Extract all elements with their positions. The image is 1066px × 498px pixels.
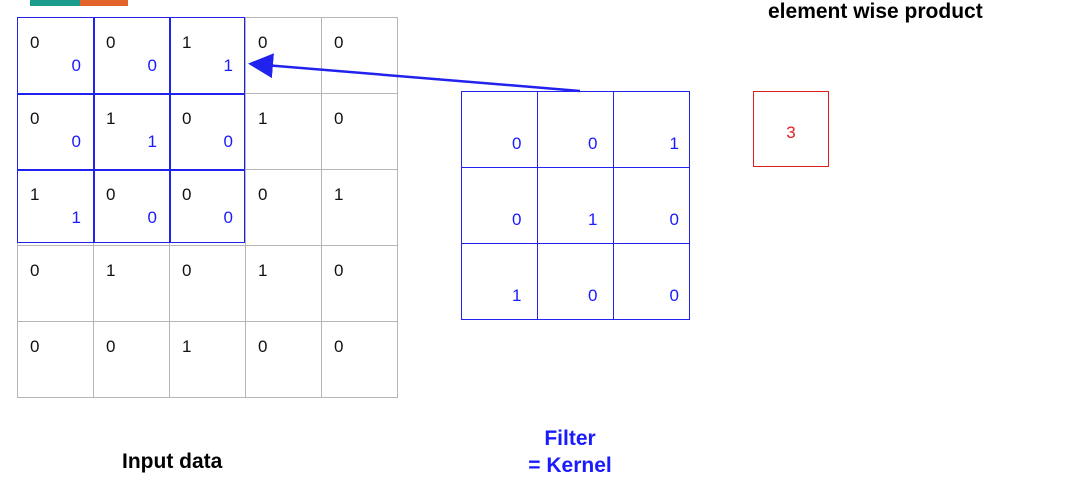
input-cell: 0 xyxy=(246,322,322,398)
kernel-value: 0 xyxy=(669,286,679,305)
filter-label-line2: = Kernel xyxy=(528,454,612,477)
input-value: 1 xyxy=(182,33,192,52)
input-data-label: Input data xyxy=(122,450,223,473)
input-value: 0 xyxy=(334,33,344,52)
input-cell: 0 xyxy=(18,246,94,322)
input-cell: 0 xyxy=(94,322,170,398)
result-box: 3 xyxy=(753,91,829,167)
input-cell: 0 xyxy=(246,170,322,246)
kernel-cell: 1 xyxy=(614,92,690,168)
input-value: 0 xyxy=(182,185,192,204)
window-kernel-value: 1 xyxy=(71,208,81,227)
kernel-cell: 1 xyxy=(538,168,614,244)
input-value: 0 xyxy=(182,109,192,128)
kernel-value: 1 xyxy=(512,286,522,305)
kernel-cell: 0 xyxy=(538,92,614,168)
input-cell: 0 xyxy=(170,246,246,322)
input-value: 0 xyxy=(30,109,40,128)
input-value: 0 xyxy=(30,33,40,52)
kernel-value: 0 xyxy=(512,210,522,229)
kernel-value: 1 xyxy=(588,210,598,229)
input-value: 0 xyxy=(334,261,344,280)
window-kernel-value: 0 xyxy=(223,208,233,227)
input-value: 0 xyxy=(258,33,268,52)
input-cell: 0 xyxy=(322,18,398,94)
input-cell: 0 xyxy=(18,322,94,398)
input-cell: 0 xyxy=(322,94,398,170)
input-value: 0 xyxy=(334,109,344,128)
kernel-cell: 0 xyxy=(614,168,690,244)
input-value: 0 xyxy=(30,337,40,356)
decorative-bar-teal xyxy=(30,0,80,6)
filter-label-line1: Filter xyxy=(544,427,596,450)
window-kernel-value: 0 xyxy=(147,208,157,227)
input-value: 0 xyxy=(182,261,192,280)
diagram-title: element wise product xyxy=(768,0,983,23)
input-value: 1 xyxy=(30,185,40,204)
decorative-bar-orange xyxy=(80,0,128,6)
input-value: 1 xyxy=(106,261,116,280)
window-kernel-value: 1 xyxy=(223,56,233,75)
kernel-value: 1 xyxy=(669,134,679,153)
input-value: 0 xyxy=(30,261,40,280)
kernel-cell: 0 xyxy=(462,168,538,244)
input-value: 0 xyxy=(106,33,116,52)
input-value: 0 xyxy=(106,185,116,204)
input-value: 0 xyxy=(258,337,268,356)
window-kernel-value: 1 xyxy=(147,132,157,151)
filter-label: Filter = Kernel xyxy=(505,425,635,479)
input-cell: 1 xyxy=(322,170,398,246)
input-value: 1 xyxy=(106,109,116,128)
input-value: 1 xyxy=(334,185,344,204)
kernel-cell: 0 xyxy=(614,244,690,320)
input-cell: 1 xyxy=(94,246,170,322)
kernel-grid: 0 0 1 0 1 0 1 0 0 xyxy=(461,91,690,320)
kernel-cell: 0 xyxy=(462,92,538,168)
kernel-value: 0 xyxy=(588,286,598,305)
input-cell: 0 xyxy=(322,246,398,322)
result-value: 3 xyxy=(786,123,796,142)
window-kernel-value: 0 xyxy=(223,132,233,151)
input-cell: 1 xyxy=(170,322,246,398)
input-value: 0 xyxy=(334,337,344,356)
input-value: 0 xyxy=(106,337,116,356)
input-value: 1 xyxy=(258,109,268,128)
window-kernel-value: 0 xyxy=(71,132,81,151)
kernel-value: 0 xyxy=(512,134,522,153)
input-cell: 0 xyxy=(322,322,398,398)
kernel-value: 0 xyxy=(588,134,598,153)
input-value: 1 xyxy=(182,337,192,356)
window-kernel-value: 0 xyxy=(71,56,81,75)
kernel-cell: 1 xyxy=(462,244,538,320)
input-value: 0 xyxy=(258,185,268,204)
kernel-value: 0 xyxy=(669,210,679,229)
input-cell: 1 xyxy=(246,94,322,170)
window-kernel-value: 0 xyxy=(147,56,157,75)
input-cell: 0 xyxy=(246,18,322,94)
kernel-cell: 0 xyxy=(538,244,614,320)
input-cell: 1 xyxy=(246,246,322,322)
input-value: 1 xyxy=(258,261,268,280)
